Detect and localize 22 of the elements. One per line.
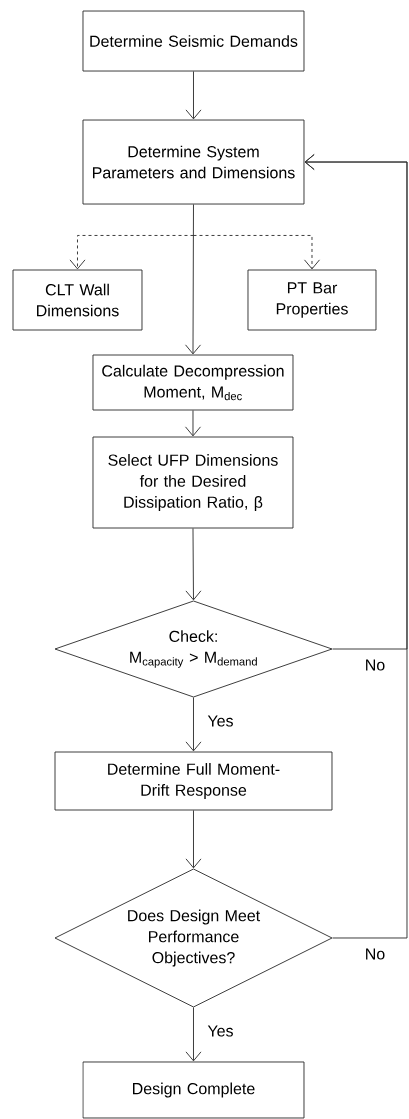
arrow — [185, 810, 202, 869]
edge-label: No — [363, 658, 387, 672]
edge-label: Yes — [206, 714, 235, 728]
arrow — [185, 71, 202, 120]
process-box: CLT Wall Dimensions — [12, 269, 143, 331]
arrow — [185, 1007, 202, 1062]
edge-label: Yes — [206, 1024, 235, 1038]
arrow — [185, 410, 201, 437]
process-box: Calculate Decompression Moment, M$_{dec}$ — [92, 354, 294, 411]
process-box: Select UFP Dimensions for the Desired Dissipation Ratio, β — [92, 436, 294, 529]
arrow — [185, 697, 202, 752]
edge-label: No — [363, 947, 387, 961]
process-box: Design Complete — [82, 1061, 305, 1119]
process-box: Determine Full Moment-Drift Response — [54, 751, 333, 811]
process-box: Determine System Parameters and Dimensions — [82, 119, 305, 205]
arrow — [69, 235, 194, 270]
process-box: PT Bar Properties — [247, 269, 377, 331]
arrow — [185, 204, 201, 355]
arrow — [304, 154, 408, 939]
arrow — [185, 528, 202, 601]
process-box: Determine Seismic Demands — [82, 10, 305, 72]
arrow — [193, 235, 320, 270]
